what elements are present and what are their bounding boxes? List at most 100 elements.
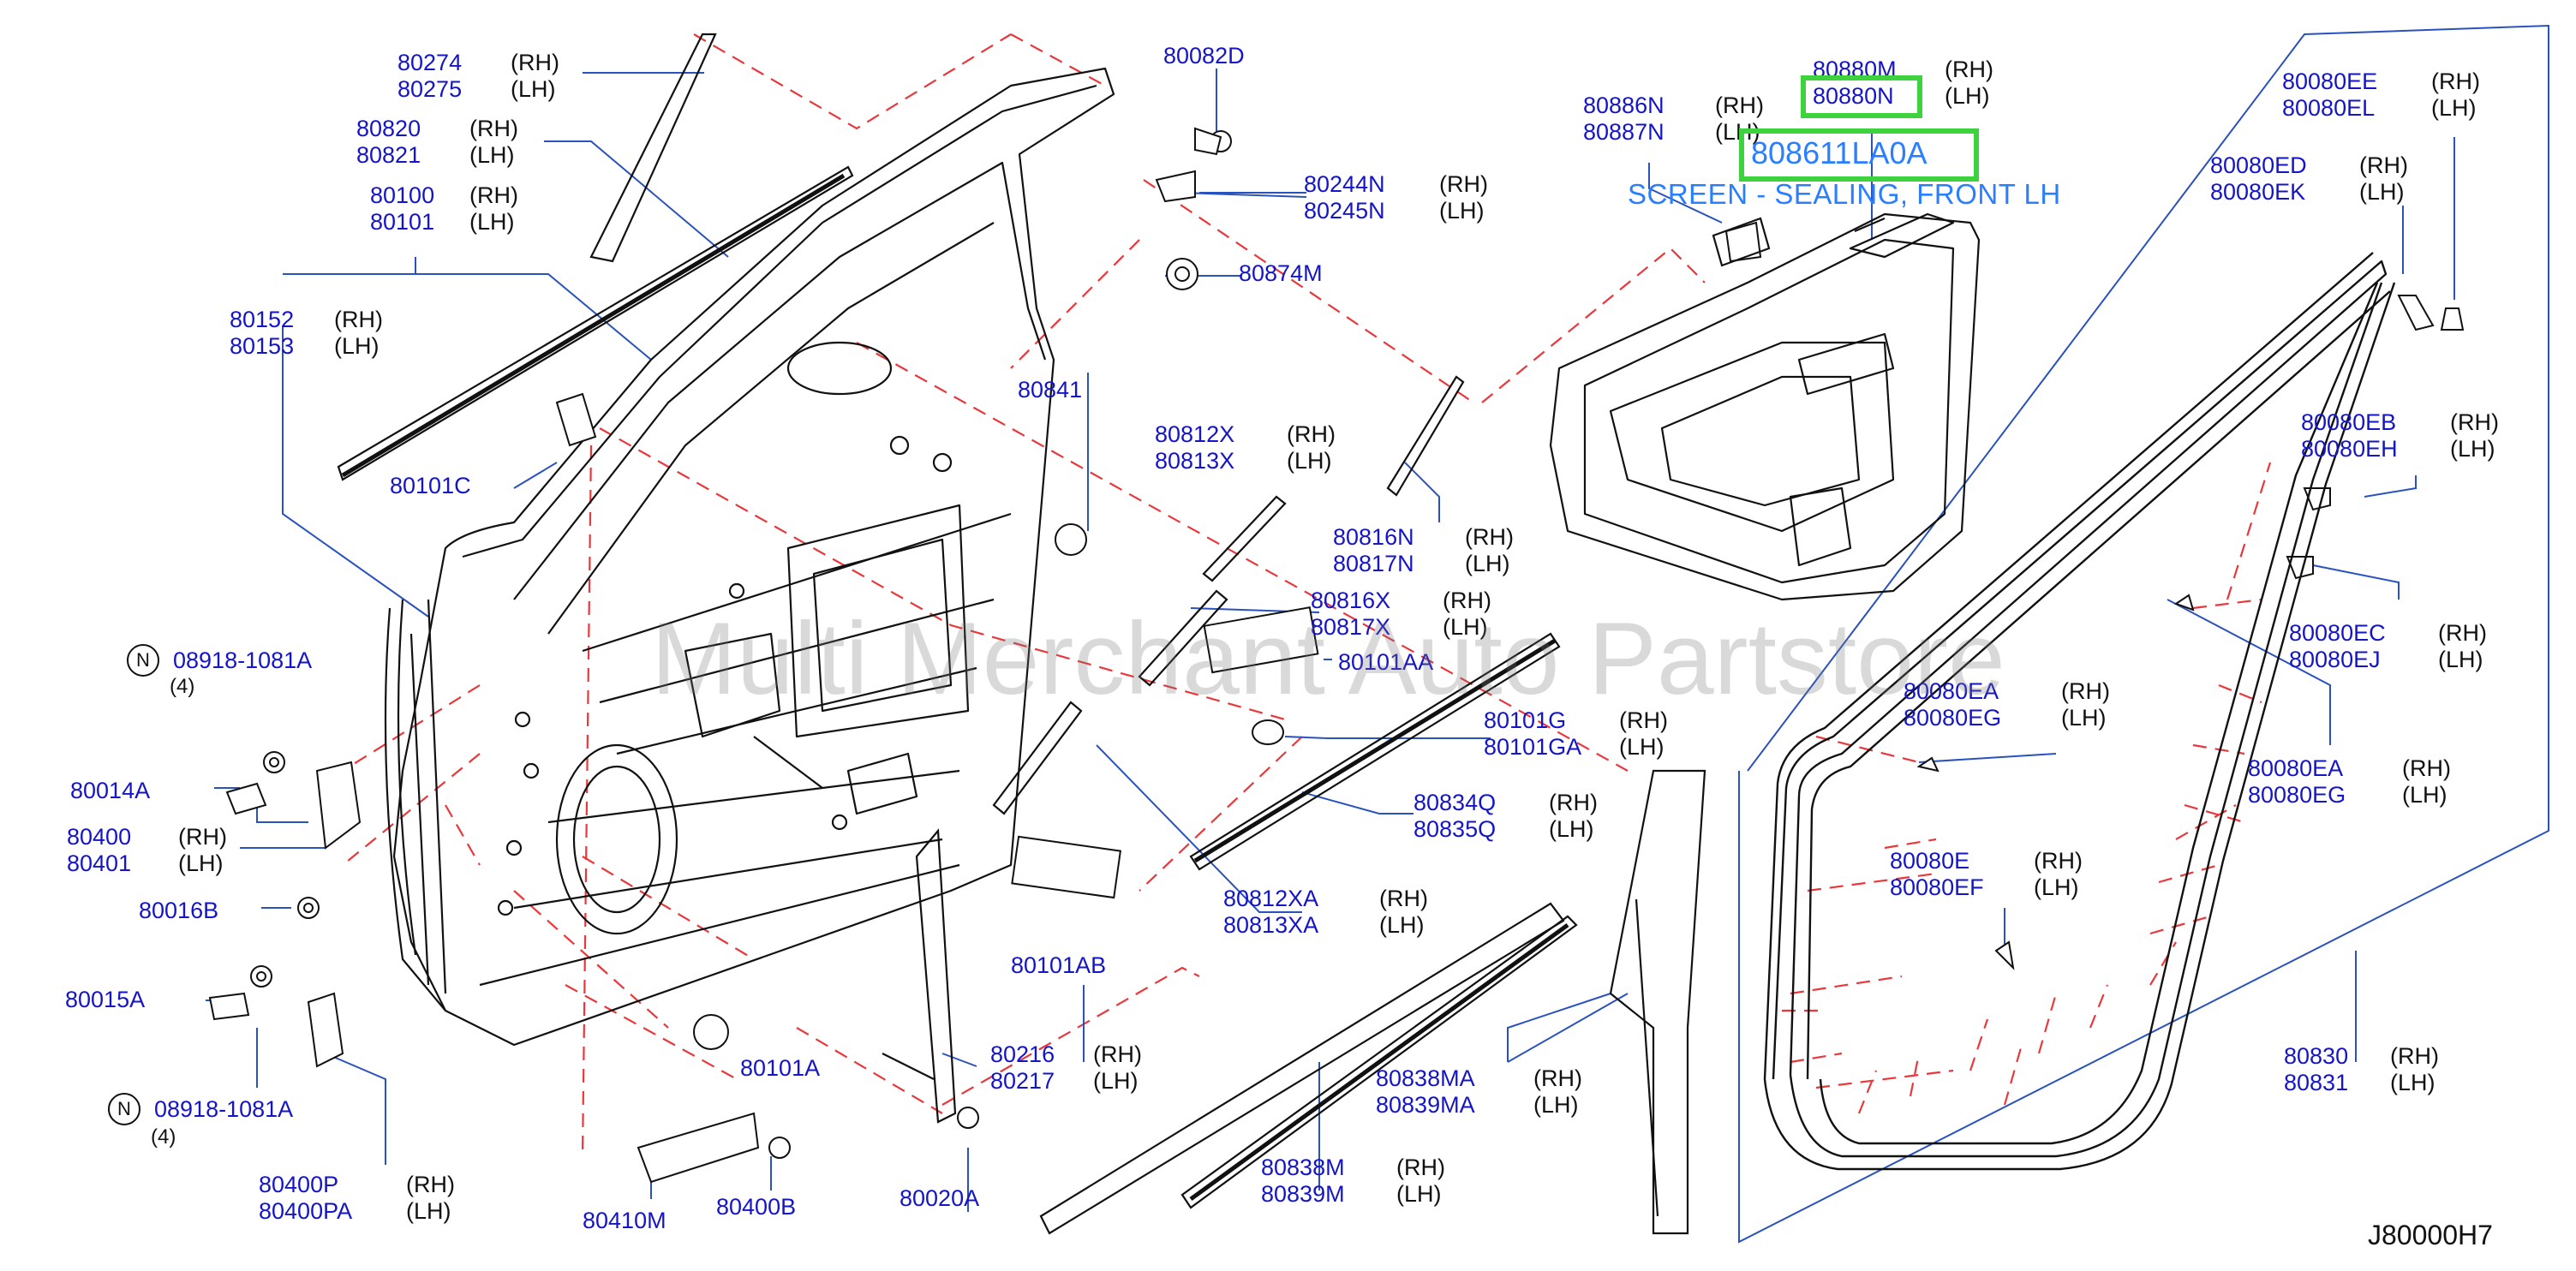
label-80838MA[interactable]: 80838MA 80839MA [1376, 1065, 1475, 1119]
part-number[interactable]: 80839M [1261, 1181, 1345, 1207]
part-number[interactable]: 80245N [1304, 198, 1385, 224]
part-number[interactable]: 80217 [990, 1068, 1055, 1094]
part-number[interactable]: 80274 [397, 50, 463, 75]
part-number[interactable]: 80244N [1304, 171, 1385, 197]
part-number[interactable]: 80100 [370, 182, 435, 208]
part-number[interactable]: 80080EJ [2289, 647, 2381, 672]
part-number[interactable]: 80410M [583, 1208, 666, 1233]
label-80816X[interactable]: 80816X 80817X [1311, 588, 1390, 641]
part-number[interactable]: 80101GA [1484, 734, 1582, 760]
part-number[interactable]: 80275 [397, 76, 463, 102]
label-80274[interactable]: 80274 80275 [397, 50, 462, 103]
label-08918-bottom[interactable]: 08918-1081A [154, 1096, 293, 1123]
part-number[interactable]: 80831 [2284, 1070, 2349, 1095]
label-80400[interactable]: 80400 80401 [67, 824, 131, 877]
part-number[interactable]: 80400PA [259, 1198, 353, 1224]
label-80152[interactable]: 80152 80153 [230, 307, 294, 360]
label-80080EA-left[interactable]: 80080EA 80080EG [1904, 678, 2001, 731]
part-number[interactable]: 80101C [390, 473, 471, 498]
part-number[interactable]: 80101AB [1011, 952, 1107, 978]
part-number[interactable]: 80830 [2284, 1043, 2349, 1069]
part-number[interactable]: 80080EK [2210, 179, 2306, 205]
label-80080EE[interactable]: 80080EE 80080EL [2282, 69, 2377, 122]
part-number[interactable]: 80080EC [2289, 620, 2386, 646]
label-08918-top[interactable]: 08918-1081A [173, 647, 312, 674]
label-80244N[interactable]: 80244N 80245N [1304, 171, 1385, 224]
label-80101C[interactable]: 80101C [390, 473, 471, 499]
label-80101AA[interactable]: 80101AA [1338, 649, 1433, 676]
label-80101G[interactable]: 80101G 80101GA [1484, 707, 1581, 761]
part-number[interactable]: 80020A [900, 1185, 980, 1211]
part-number[interactable]: 80101 [370, 209, 435, 235]
part-number[interactable]: 80016B [139, 898, 219, 923]
label-80820[interactable]: 80820 80821 [356, 116, 421, 169]
part-number[interactable]: 80080EE [2282, 69, 2378, 94]
label-80080E[interactable]: 80080E 80080EF [1890, 848, 1984, 901]
label-80886N[interactable]: 80886N 80887N [1583, 92, 1665, 146]
label-80020A[interactable]: 80020A [900, 1185, 979, 1212]
part-number[interactable]: 80813XA [1223, 912, 1319, 938]
part-number[interactable]: 80101G [1484, 707, 1567, 733]
part-number[interactable]: 80216 [990, 1041, 1055, 1067]
part-number[interactable]: 80400P [259, 1172, 339, 1197]
label-80812X[interactable]: 80812X 80813X [1155, 421, 1234, 474]
label-80816N[interactable]: 80816N 80817N [1333, 524, 1414, 577]
label-80812XA[interactable]: 80812XA 80813XA [1223, 886, 1318, 939]
part-number[interactable]: 80816X [1311, 588, 1391, 613]
part-number[interactable]: 80838M [1261, 1155, 1345, 1180]
part-number[interactable]: 80153 [230, 333, 295, 359]
part-number[interactable]: 80817X [1311, 614, 1391, 640]
part-number[interactable]: 80835Q [1414, 816, 1497, 842]
part-number[interactable]: 80817N [1333, 551, 1414, 576]
part-number[interactable]: 80080EH [2301, 436, 2398, 462]
part-number[interactable]: 80874M [1239, 260, 1323, 286]
label-80874M[interactable]: 80874M [1239, 260, 1323, 287]
part-number[interactable]: 80400B [716, 1194, 797, 1220]
label-80080EC[interactable]: 80080EC 80080EJ [2289, 620, 2386, 673]
part-number[interactable]: 08918-1081A [154, 1096, 294, 1122]
part-number[interactable]: 80080EG [2248, 782, 2346, 808]
part-number[interactable]: 80821 [356, 142, 421, 168]
part-number[interactable]: 80080EF [1890, 874, 1984, 900]
part-number[interactable]: 80082D [1163, 43, 1245, 69]
part-number[interactable]: 80080EA [2248, 755, 2344, 781]
part-number[interactable]: 80887N [1583, 119, 1665, 145]
part-number[interactable]: 80812X [1155, 421, 1235, 447]
part-number[interactable]: 80080ED [2210, 152, 2307, 178]
part-number[interactable]: 80816N [1333, 524, 1414, 550]
label-80080ED[interactable]: 80080ED 80080EK [2210, 152, 2307, 206]
part-number[interactable]: 80812XA [1223, 886, 1319, 911]
part-number[interactable]: 80080EL [2282, 95, 2376, 121]
part-number[interactable]: 80401 [67, 850, 132, 876]
part-number[interactable]: 80080E [1890, 848, 1970, 874]
label-80101AB[interactable]: 80101AB [1011, 952, 1106, 979]
label-80100[interactable]: 80100 80101 [370, 182, 434, 236]
label-80015A[interactable]: 80015A [65, 987, 145, 1013]
label-80014A[interactable]: 80014A [70, 778, 150, 804]
label-80841[interactable]: 80841 [1018, 377, 1082, 403]
part-number[interactable]: 80080EG [1904, 705, 2002, 731]
label-80838M[interactable]: 80838M 80839M [1261, 1155, 1345, 1208]
part-number[interactable]: 80152 [230, 307, 295, 332]
part-number[interactable]: 80880N [1813, 83, 1894, 109]
label-80400B[interactable]: 80400B [716, 1194, 796, 1220]
part-number[interactable]: 80014A [70, 778, 151, 803]
label-80834Q[interactable]: 80834Q 80835Q [1414, 790, 1496, 843]
part-number[interactable]: 80838MA [1376, 1065, 1475, 1091]
part-number[interactable]: 80080EB [2301, 409, 2397, 435]
label-80101A[interactable]: 80101A [740, 1055, 820, 1082]
part-number[interactable]: 80886N [1583, 92, 1665, 118]
part-number[interactable]: 80400 [67, 824, 132, 850]
label-80400P[interactable]: 80400P 80400PA [259, 1172, 352, 1225]
part-number[interactable]: 80820 [356, 116, 421, 141]
part-number[interactable]: 80839MA [1376, 1092, 1475, 1118]
part-number[interactable]: 80080EA [1904, 678, 1999, 704]
part-number[interactable]: 08918-1081A [173, 647, 313, 673]
label-80216[interactable]: 80216 80217 [990, 1041, 1055, 1095]
label-80082D[interactable]: 80082D [1163, 43, 1245, 69]
label-80410M[interactable]: 80410M [583, 1208, 666, 1234]
label-80080EB[interactable]: 80080EB 80080EH [2301, 409, 2398, 462]
label-80080EA-right[interactable]: 80080EA 80080EG [2248, 755, 2346, 809]
part-number[interactable]: 80813X [1155, 448, 1235, 474]
part-number[interactable]: 80841 [1018, 377, 1083, 403]
